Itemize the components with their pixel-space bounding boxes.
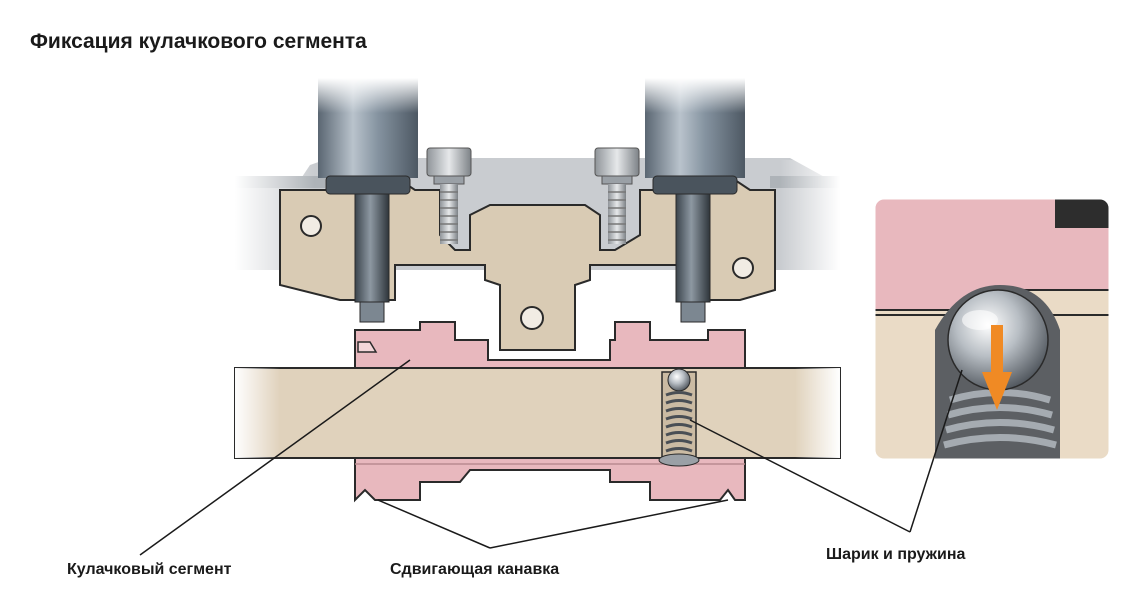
leader-shift-groove-left <box>377 499 491 549</box>
page-title: Фиксация кулачкового сегмента <box>30 30 367 53</box>
left-bolt <box>426 147 472 244</box>
leader-lines <box>139 359 963 556</box>
leader-shift-groove-right <box>489 499 729 549</box>
force-arrow <box>982 325 1012 410</box>
leader-ball-spring-inset <box>909 369 963 533</box>
inset-frame <box>872 196 1112 462</box>
leader-ball-spring-main <box>689 419 911 533</box>
left-actuator <box>318 78 418 323</box>
right-actuator <box>645 78 745 323</box>
camshaft <box>234 367 841 459</box>
detent-ball-spring <box>658 368 700 467</box>
label-shift-groove: Сдвигающая канавка <box>390 561 560 578</box>
leader-cam-segment <box>139 359 411 556</box>
label-cam-segment: Кулачковый сегмент <box>67 561 232 578</box>
right-bolt <box>594 147 640 244</box>
label-ball-spring: Шарик и пружина <box>826 546 966 563</box>
